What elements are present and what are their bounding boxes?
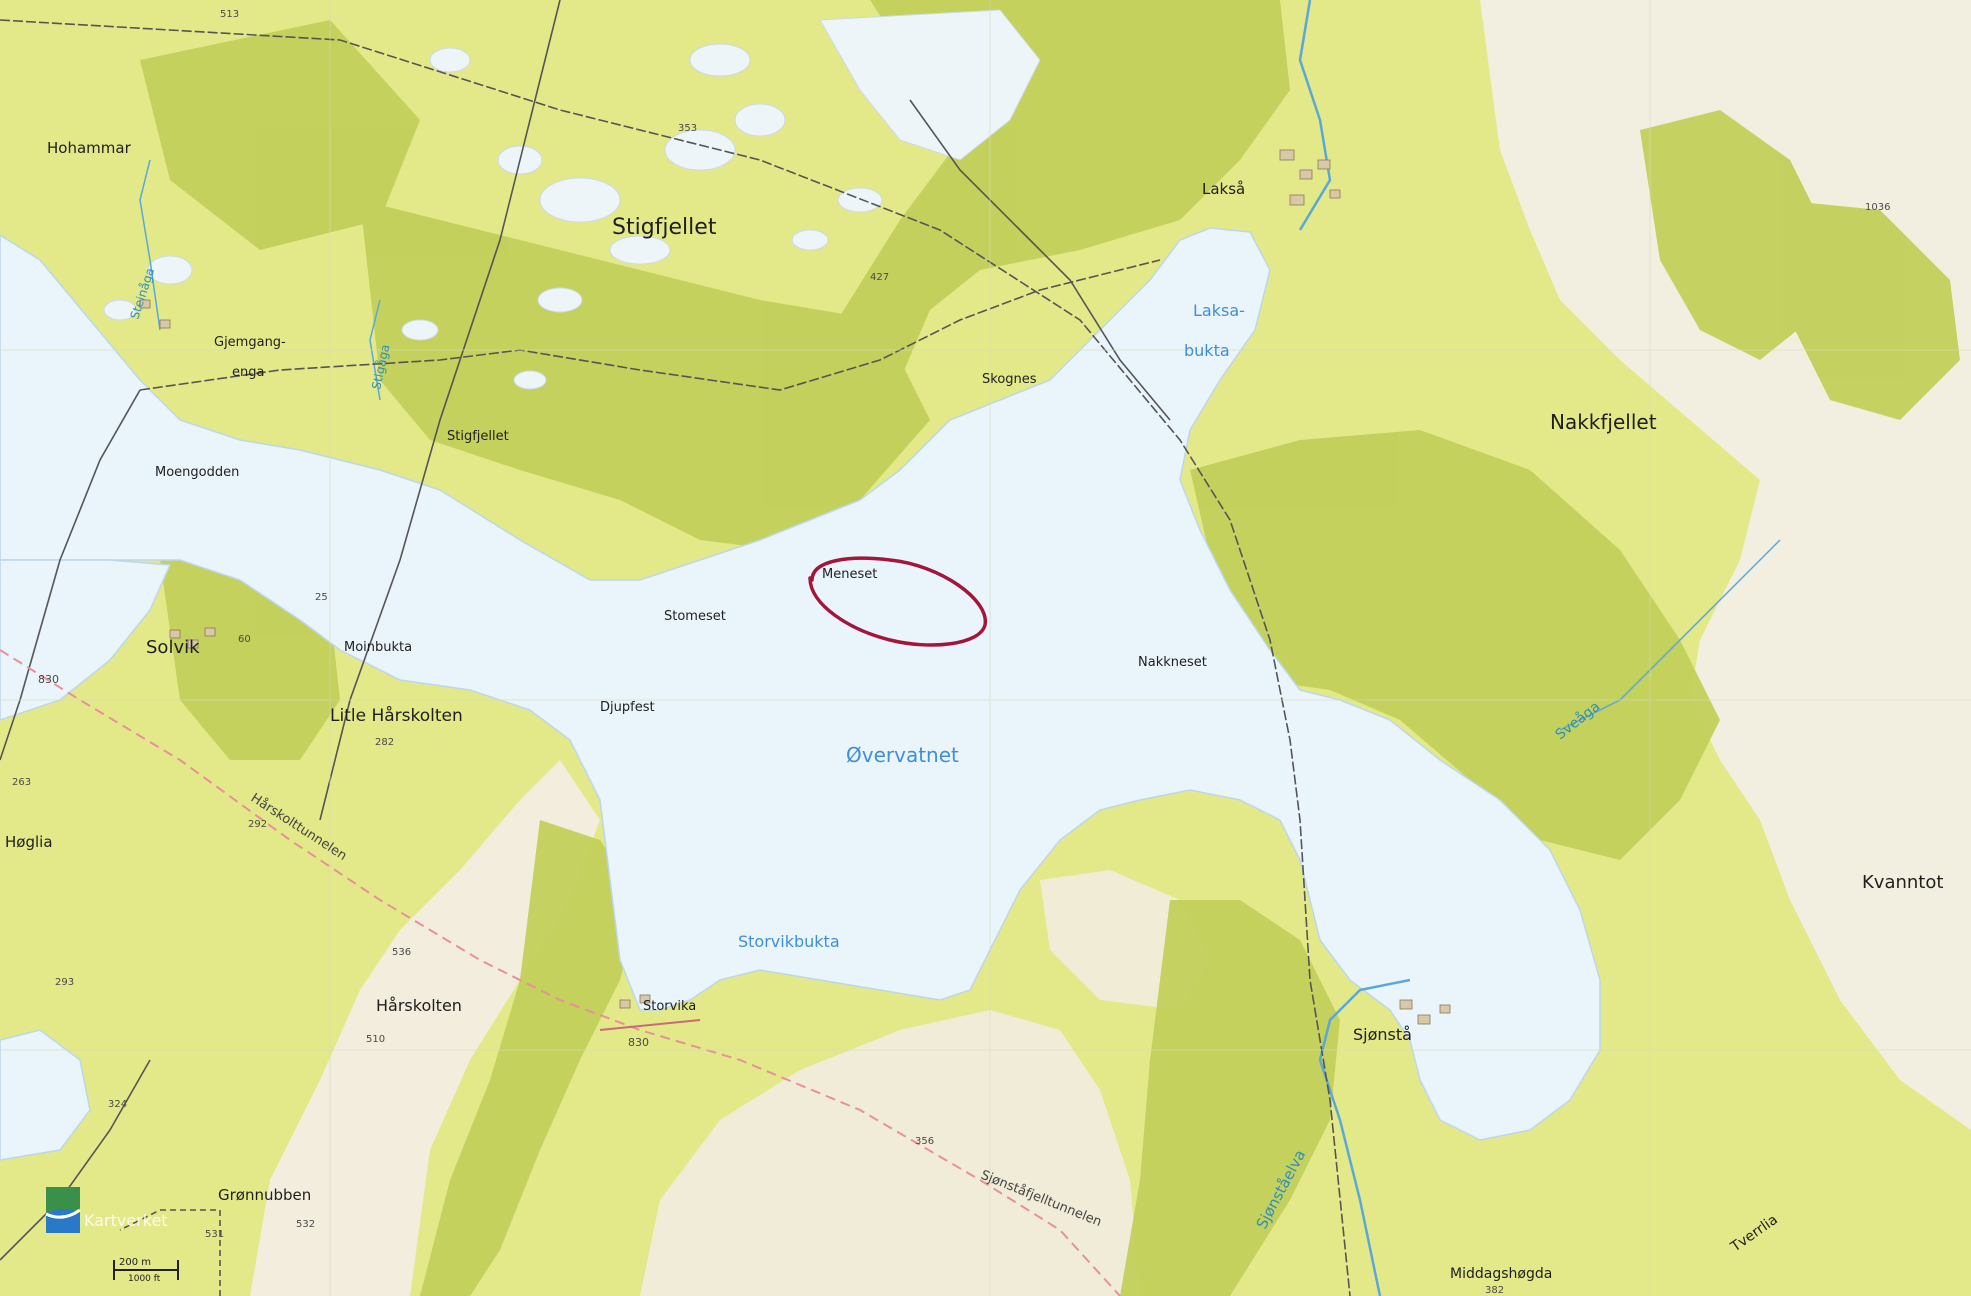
road-830-west: 830 [38,673,59,686]
lake-small-southwest [0,1029,91,1161]
annotation-loop [808,556,987,647]
label-overvatnet: Øvervatnet [846,743,959,767]
label-hoglia: Høglia [5,833,53,851]
elevation-382: 382 [1485,1285,1504,1296]
label-nakkfjellet: Nakkfjellet [1550,410,1657,434]
elevation-513: 513 [220,9,239,20]
elevation-510: 510 [366,1034,385,1045]
road-number-labels: 830 830 [38,673,649,1049]
elevation-293: 293 [55,977,74,988]
label-stomeset: Stomeset [664,609,726,624]
bare-mountain-south [640,1010,1140,1296]
kartverket-logo: Kartverket [45,1187,168,1233]
label-storvikbukta: Storvikbukta [738,932,840,951]
label-nakkneset: Nakkneset [1138,655,1207,670]
label-gjemgang-2: enga [232,365,264,380]
road-830-south: 830 [628,1036,649,1049]
label-meneset: Meneset [822,567,877,582]
scale-bar: 200 m 1000 ft [113,1257,179,1284]
elevation-60: 60 [238,634,251,645]
label-moengodden: Moengodden [155,465,239,480]
label-gronnubben: Grønnubben [218,1186,311,1204]
label-moinbukta: Moinbukta [344,640,412,655]
lake-west-bay [0,559,172,721]
label-harskolten: Hårskolten [376,996,462,1015]
label-solvik: Solvik [146,637,200,658]
label-litle-harskolten: Litle Hårskolten [330,705,463,726]
elevation-532: 532 [296,1219,315,1230]
elevation-356: 356 [915,1136,934,1147]
roads [0,649,1121,1296]
elevation-labels: 513 353 427 1036 25 60 282 292 263 293 5… [12,9,1890,1296]
elevation-25: 25 [315,592,328,603]
label-stigfjellet-main: Stigfjellet [612,215,717,240]
elevation-353: 353 [678,123,697,134]
label-kvanntot: Kvanntot [1862,872,1943,893]
label-gjemgang-1: Gjemgang- [214,335,286,350]
elevation-427: 427 [870,272,889,283]
label-laksabukta-2: bukta [1184,341,1230,360]
label-sjonsta: Sjønstå [1353,1025,1412,1044]
settlements [139,149,1451,1025]
label-stigfjellet-small: Stigfjellet [447,429,509,444]
label-storvika: Storvika [643,999,696,1014]
label-hohammar: Hohammar [47,139,132,157]
label-middagshogda: Middagshøgda [1450,1266,1552,1282]
kartverket-logo-text: Kartverket [84,1211,168,1230]
bare-mountain-harskolten [250,760,600,1296]
elevation-1036: 1036 [1865,202,1890,213]
elevation-292: 292 [248,819,267,830]
scale-bar-metric: 200 m [119,1257,151,1268]
rivers [139,0,1781,1296]
elevation-536: 536 [392,947,411,958]
label-laksa: Lakså [1202,180,1245,198]
scale-bar-imperial: 1000 ft [128,1274,161,1284]
label-laksabukta-1: Laksa- [1193,301,1245,320]
elevation-282: 282 [375,737,394,748]
elevation-531: 531 [205,1229,224,1240]
elevation-263: 263 [12,777,31,788]
elevation-324: 324 [108,1099,127,1110]
lake-overvatnet [0,227,1601,1141]
mountain-tarns [103,9,1041,390]
label-djupfest: Djupfest [600,700,655,715]
label-skognes: Skognes [982,372,1037,387]
